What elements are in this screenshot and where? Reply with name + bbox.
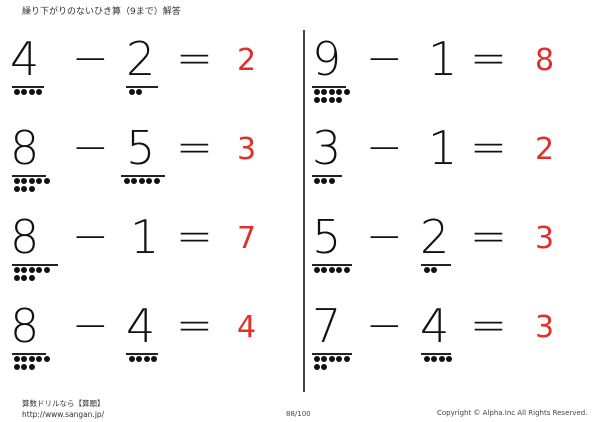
minuend-underline bbox=[12, 175, 46, 177]
minuend-dots bbox=[14, 178, 51, 194]
minuend: 8 bbox=[10, 299, 40, 353]
minuend-dots bbox=[314, 267, 351, 275]
minuend-underline bbox=[312, 264, 352, 266]
answer: 2 bbox=[535, 132, 555, 167]
minuend: 5 bbox=[312, 210, 342, 264]
minuend-underline bbox=[12, 353, 46, 355]
answer: 8 bbox=[535, 43, 555, 78]
equals-sign: = bbox=[176, 211, 213, 262]
equals-sign: = bbox=[176, 300, 213, 351]
column-divider bbox=[303, 30, 305, 392]
minuend: 7 bbox=[312, 299, 342, 353]
left-column: 4 − 2 = 2 8 − 5 = 3 8 − 1 = 7 8 − 4 = 4 bbox=[8, 34, 288, 390]
problem-8: 7 − 4 = 3 bbox=[310, 301, 590, 390]
problem-5: 8 − 1 = 7 bbox=[8, 212, 288, 301]
page-title: 繰り下がりのないひき算（9まで）解答 bbox=[22, 7, 181, 17]
minus-sign: − bbox=[366, 122, 403, 173]
subtrahend: 1 bbox=[428, 32, 458, 86]
footer-brand: 算数ドリルなら【算願】 bbox=[22, 399, 105, 408]
problem-1: 4 − 2 = 2 bbox=[8, 34, 288, 123]
answer: 4 bbox=[237, 310, 257, 345]
minuend-dots bbox=[14, 356, 51, 372]
equals-sign: = bbox=[470, 33, 507, 84]
equals-sign: = bbox=[176, 33, 213, 84]
footer-url[interactable]: http://www.sangan.jp/ bbox=[22, 410, 105, 419]
subtrahend-underline bbox=[421, 353, 451, 355]
minuend-dots bbox=[14, 89, 44, 97]
footer-left: 算数ドリルなら【算願】 http://www.sangan.jp/ bbox=[22, 398, 105, 420]
subtrahend-underline bbox=[126, 86, 158, 88]
answer: 2 bbox=[237, 43, 257, 78]
subtrahend: 2 bbox=[420, 210, 450, 264]
equals-sign: = bbox=[470, 122, 507, 173]
minuend-underline bbox=[312, 353, 352, 355]
answer: 3 bbox=[535, 221, 555, 256]
minuend: 3 bbox=[312, 121, 342, 175]
minus-sign: − bbox=[366, 211, 403, 262]
subtrahend-dots bbox=[129, 89, 144, 97]
minuend-dots bbox=[14, 267, 51, 283]
right-column: 9 − 1 = 8 3 − 1 = 2 5 − 2 = 3 7 − 4 = 3 bbox=[310, 34, 590, 390]
answer: 3 bbox=[535, 310, 555, 345]
equals-sign: = bbox=[470, 300, 507, 351]
minuend: 8 bbox=[10, 210, 40, 264]
minuend-underline bbox=[12, 264, 58, 266]
minuend-dots bbox=[314, 89, 351, 105]
subtrahend: 4 bbox=[126, 299, 156, 353]
subtrahend-underline bbox=[126, 353, 158, 355]
minuend: 4 bbox=[10, 32, 40, 86]
copyright: Copyright © Alpha.Inc All Rights Reserve… bbox=[437, 409, 588, 417]
minuend-underline bbox=[312, 86, 346, 88]
subtrahend-underline bbox=[421, 264, 451, 266]
subtrahend: 1 bbox=[130, 210, 160, 264]
subtrahend-dots bbox=[424, 267, 439, 275]
equals-sign: = bbox=[176, 122, 213, 173]
problem-4: 3 − 1 = 2 bbox=[310, 123, 590, 212]
answer: 7 bbox=[237, 221, 257, 256]
subtrahend-dots bbox=[124, 178, 161, 186]
minuend-dots bbox=[314, 178, 336, 186]
minuend-underline bbox=[12, 86, 44, 88]
minuend-dots bbox=[314, 356, 351, 372]
page-number: 88/100 bbox=[286, 410, 311, 418]
problem-6: 5 − 2 = 3 bbox=[310, 212, 590, 301]
minus-sign: − bbox=[72, 33, 109, 84]
minus-sign: − bbox=[72, 300, 109, 351]
equals-sign: = bbox=[470, 211, 507, 262]
minus-sign: − bbox=[366, 300, 403, 351]
minus-sign: − bbox=[72, 211, 109, 262]
subtrahend: 2 bbox=[126, 32, 156, 86]
minuend: 8 bbox=[10, 121, 40, 175]
minus-sign: − bbox=[366, 33, 403, 84]
subtrahend-dots bbox=[129, 356, 159, 364]
subtrahend: 4 bbox=[420, 299, 450, 353]
minuend: 9 bbox=[312, 32, 342, 86]
problem-3: 8 − 5 = 3 bbox=[8, 123, 288, 212]
minuend-underline bbox=[312, 175, 342, 177]
subtrahend: 5 bbox=[126, 121, 156, 175]
subtrahend-underline bbox=[121, 175, 165, 177]
problem-2: 9 − 1 = 8 bbox=[310, 34, 590, 123]
answer: 3 bbox=[237, 132, 257, 167]
minus-sign: − bbox=[72, 122, 109, 173]
subtrahend: 1 bbox=[428, 121, 458, 175]
problem-7: 8 − 4 = 4 bbox=[8, 301, 288, 390]
subtrahend-dots bbox=[424, 356, 454, 364]
